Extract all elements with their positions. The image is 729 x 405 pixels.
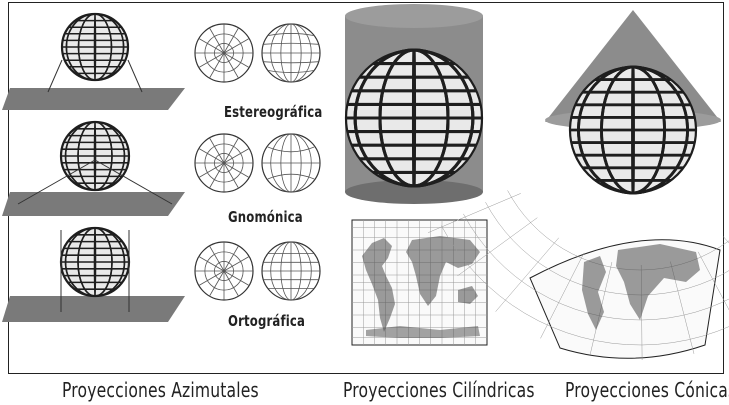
cylinder-top: [345, 4, 483, 28]
cylinder-with-globe: [344, 4, 484, 204]
projection-plane: [2, 192, 185, 216]
label-ortografica: Ortográfica: [228, 312, 306, 330]
gnomonic-polar-disk: [194, 133, 254, 193]
antarctica-landmass: [366, 326, 480, 338]
support-line: [17, 159, 96, 205]
support-line: [94, 159, 173, 205]
wireframe-globe: [59, 226, 131, 298]
title-cilindricas: Proyecciones Cilíndricas: [343, 378, 535, 402]
wireframe-globe: [344, 48, 484, 188]
orthographic-polar-disk: [194, 241, 254, 301]
label-estereografica: Estereográfica: [224, 103, 323, 121]
azimuthal-globe-3: [2, 226, 185, 322]
conic-eurasia-landmass: [616, 244, 700, 320]
support-line: [127, 59, 143, 93]
stereographic-polar-disk: [194, 23, 254, 83]
gnomonic-equatorial-disk: [261, 133, 321, 193]
cylinder-bottom: [345, 180, 483, 204]
projection-plane: [2, 296, 185, 322]
label-gnomonica: Gnomónica: [228, 208, 303, 226]
azimuthal-globe-1: [2, 12, 185, 110]
wireframe-globe: [59, 120, 131, 192]
americas-landmass: [362, 238, 395, 332]
conic-americas-landmass: [582, 256, 606, 330]
figure-frame: [8, 2, 724, 374]
wireframe-globe: [568, 65, 698, 195]
stereographic-equatorial-disk: [261, 23, 321, 83]
support-line: [47, 59, 63, 93]
azimuthal-globe-2: [2, 120, 185, 216]
wireframe-globe: [60, 12, 130, 82]
cone-with-globe: [545, 10, 721, 195]
mercator-world-map: [351, 219, 488, 346]
orthographic-equatorial-disk: [261, 241, 321, 301]
australia-landmass: [458, 286, 478, 304]
eurasia-africa-landmass: [406, 236, 480, 306]
conic-world-map: [427, 190, 729, 360]
title-azimutales: Proyecciones Azimutales: [62, 378, 259, 402]
projection-plane: [2, 88, 185, 110]
title-conicas: Proyecciones Cónicas: [565, 378, 729, 402]
